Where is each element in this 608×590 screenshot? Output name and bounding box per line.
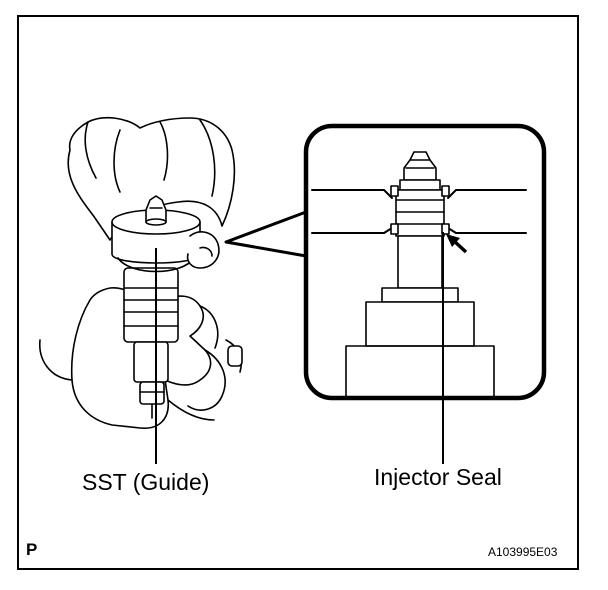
arrow-icon bbox=[446, 234, 468, 254]
hand-illustration-icon bbox=[39, 116, 243, 429]
injector-seal-label: Injector Seal bbox=[374, 464, 502, 490]
injector-seal-detail-icon bbox=[224, 123, 547, 401]
sst-guide-label: SST (Guide) bbox=[82, 469, 210, 495]
figure-frame bbox=[17, 15, 579, 570]
corner-mark: P bbox=[26, 540, 38, 559]
figure-id: A103995E03 bbox=[488, 545, 558, 559]
